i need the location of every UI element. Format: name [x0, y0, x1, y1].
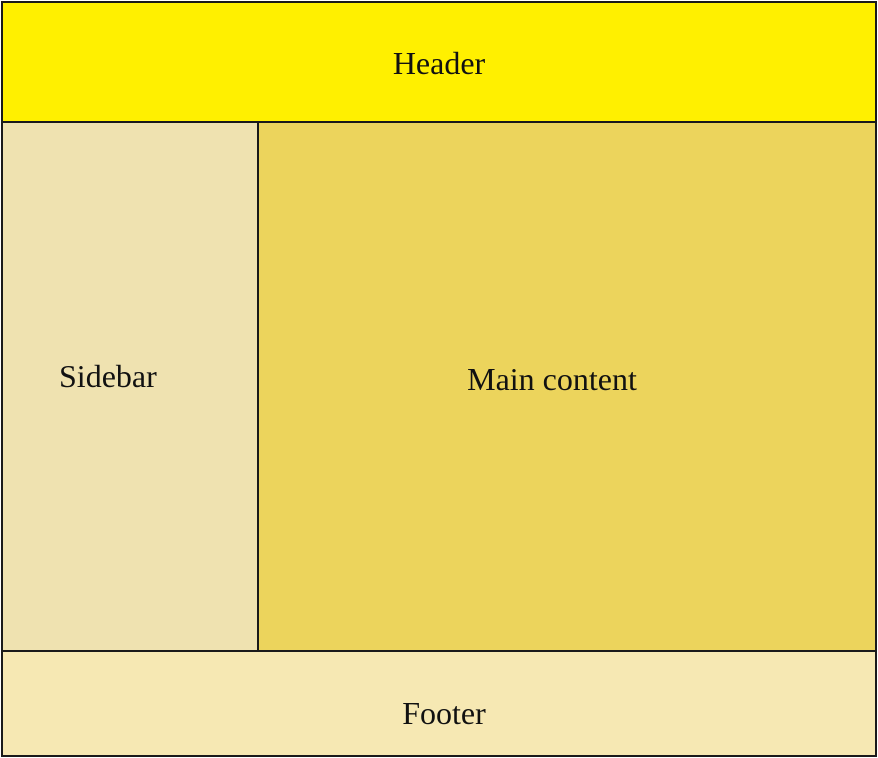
- header-label: Header: [392, 45, 486, 81]
- main-content-label: Main content: [467, 361, 637, 397]
- main-content-region: Main content: [257, 121, 877, 652]
- sidebar-region: Sidebar: [1, 121, 259, 652]
- footer-region: Footer: [1, 650, 877, 757]
- footer-label: Footer: [402, 695, 486, 731]
- header-region: Header: [1, 1, 877, 123]
- sidebar-label: Sidebar: [59, 358, 157, 394]
